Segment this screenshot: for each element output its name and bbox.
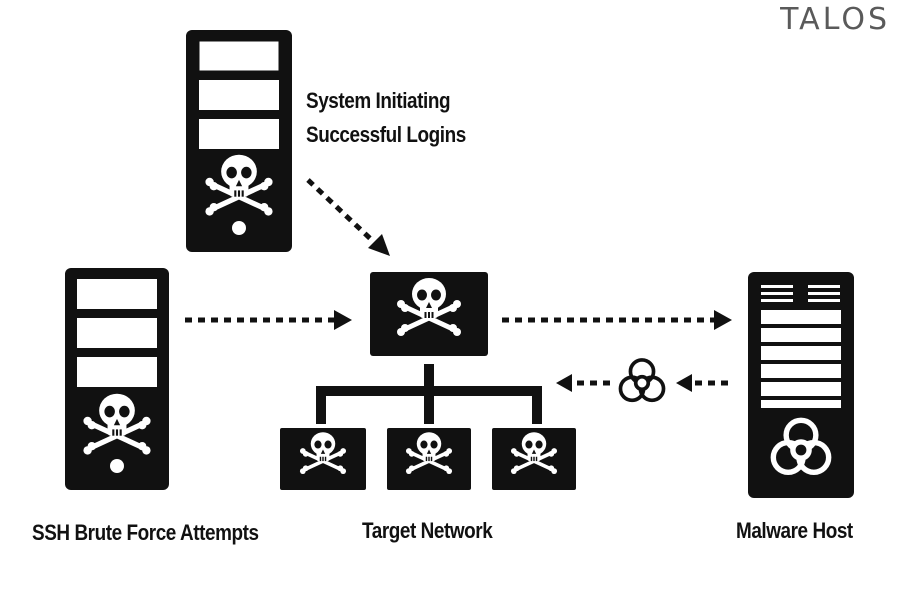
- target-network-label: Target Network: [362, 518, 493, 543]
- arrow-head: [556, 374, 572, 392]
- malware-host-label: Malware Host: [736, 518, 853, 543]
- brute-force-server: [65, 268, 169, 490]
- target-network: [280, 272, 576, 490]
- drive-bay: [199, 80, 279, 110]
- power-led: [232, 221, 246, 235]
- system-initiating-label-line2: Successful Logins: [306, 122, 466, 147]
- talos-logo: TALOS: [780, 2, 890, 37]
- dashed-arrows: [185, 178, 732, 392]
- arrow-head: [368, 234, 390, 256]
- drive-bay: [77, 279, 157, 309]
- power-led: [110, 459, 124, 473]
- ssh-brute-force-label: SSH Brute Force Attempts: [32, 520, 259, 545]
- drive-bay: [198, 40, 280, 72]
- drive-bay: [77, 357, 157, 387]
- dashed-arrow-icon: [306, 178, 378, 246]
- drive-bay: [77, 318, 157, 348]
- system-initiating-label-line1: System Initiating: [306, 88, 451, 113]
- network-connectors: [316, 364, 542, 424]
- malware-host-server: [748, 272, 854, 498]
- arrow-head: [714, 310, 732, 330]
- biohazard-icon: [618, 358, 666, 403]
- drive-bay: [199, 119, 279, 149]
- initiating-server: [186, 30, 292, 252]
- arrow-head: [334, 310, 352, 330]
- arrow-head: [676, 374, 692, 392]
